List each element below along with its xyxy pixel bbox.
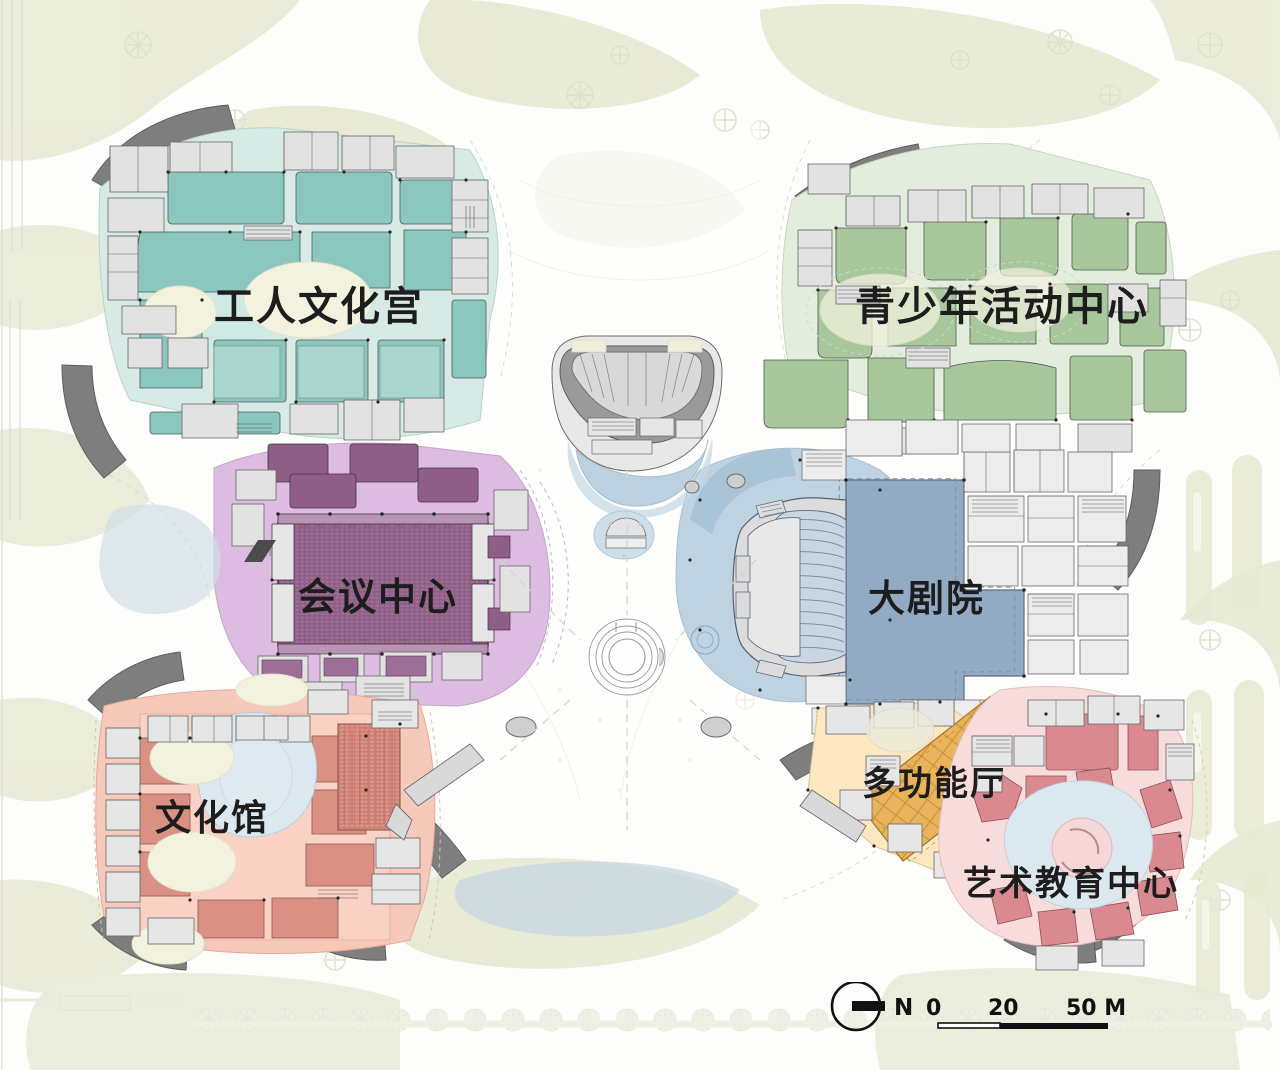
column-dots bbox=[138, 170, 468, 404]
exterior-stair bbox=[244, 540, 276, 562]
seating-hatch bbox=[300, 525, 452, 641]
plaza-pavilion[interactable] bbox=[593, 510, 655, 560]
cultural-centre-auditorium bbox=[337, 723, 401, 831]
street-tree-row bbox=[190, 1000, 1272, 1040]
auditorium-plan bbox=[732, 497, 847, 679]
central-amphitheatre[interactable] bbox=[551, 335, 723, 519]
central-fountain-plaza[interactable] bbox=[588, 618, 666, 696]
theatre-entry-pavilion bbox=[690, 625, 720, 655]
scale-tick-0: 0 bbox=[926, 996, 941, 1021]
building-art-education-center[interactable] bbox=[938, 686, 1208, 971]
plaza-planters bbox=[505, 473, 746, 738]
circulation-axes bbox=[499, 470, 761, 830]
building-conference-center[interactable] bbox=[213, 442, 569, 709]
west-ramp bbox=[385, 743, 485, 841]
north-letter: N bbox=[894, 995, 913, 1021]
scale-and-north-legend: N 0 20 50 M bbox=[828, 982, 1138, 1040]
bus-stop bbox=[59, 995, 131, 1011]
west-pond bbox=[99, 504, 221, 614]
edge-strip-walkways bbox=[1193, 492, 1209, 950]
building-cultural-centre[interactable] bbox=[93, 673, 441, 965]
building-youth-activity-center[interactable] bbox=[763, 143, 1187, 455]
south-pond bbox=[454, 861, 740, 937]
east-ramp bbox=[799, 789, 867, 843]
west-boundary-road bbox=[1, 0, 23, 1070]
stair-symbols bbox=[972, 499, 1124, 607]
north-arrow-icon bbox=[830, 982, 885, 1032]
building-workers-cultural-palace[interactable] bbox=[98, 127, 499, 441]
scale-tick-50: 50 M bbox=[1066, 996, 1126, 1021]
scale-bar-graphic bbox=[937, 1022, 1108, 1029]
scale-tick-20: 20 bbox=[988, 996, 1019, 1021]
